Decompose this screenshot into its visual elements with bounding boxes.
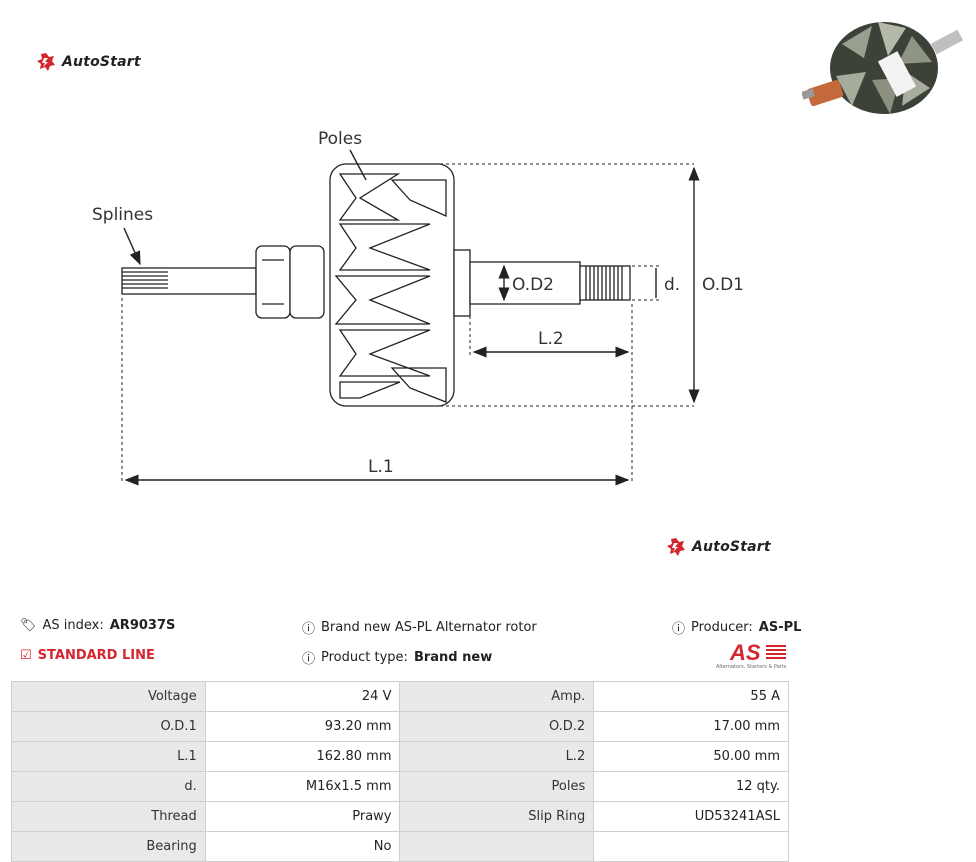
product-type-label: Product type: bbox=[321, 650, 408, 665]
label-l1: L.1 bbox=[368, 457, 394, 477]
spec-value: 93.20 mm bbox=[204, 711, 401, 742]
as-logo-text: AS bbox=[729, 640, 761, 665]
description-text: Brand new AS-PL Alternator rotor bbox=[321, 620, 537, 635]
spec-value: 17.00 mm bbox=[593, 711, 789, 742]
spec-key: Thread bbox=[11, 801, 206, 832]
producer-value: AS-PL bbox=[758, 620, 802, 635]
spec-key: Poles bbox=[399, 771, 595, 802]
product-description: ⓘ Brand new AS-PL Alternator rotor bbox=[302, 618, 537, 637]
autostart-logo-text: AutoStart bbox=[62, 54, 141, 70]
label-splines: Splines bbox=[92, 205, 153, 225]
info-icon: ⓘ bbox=[302, 652, 316, 667]
as-index-label: AS index: bbox=[42, 618, 104, 633]
info-icon: ⓘ bbox=[672, 622, 686, 637]
autostart-logo-bottom: AutoStart bbox=[666, 537, 771, 557]
spec-key: O.D.2 bbox=[399, 711, 595, 742]
label-od2: O.D2 bbox=[512, 275, 554, 295]
label-poles: Poles bbox=[318, 129, 362, 149]
spec-value: 24 V bbox=[204, 681, 401, 712]
rotor-dimension-drawing: Poles Splines O.D2 d. O.D1 L.2 L.1 bbox=[92, 129, 744, 486]
producer: ⓘ Producer: AS-PL bbox=[672, 618, 801, 637]
spec-value bbox=[593, 831, 789, 862]
info-icon: ⓘ bbox=[302, 622, 316, 637]
as-logo-tagline: Alternators, Starters & Parts bbox=[716, 664, 787, 670]
label-l2: L.2 bbox=[538, 329, 564, 349]
autostart-logo-icon bbox=[667, 538, 685, 556]
spec-value: 162.80 mm bbox=[204, 741, 401, 772]
spec-value: M16x1.5 mm bbox=[204, 771, 401, 802]
spec-key: Amp. bbox=[399, 681, 595, 712]
as-pl-logo: AS Alternators, Starters & Parts bbox=[716, 640, 787, 670]
spec-key: Slip Ring bbox=[399, 801, 595, 832]
checkbox-icon: ☑ bbox=[20, 648, 32, 663]
spec-value: No bbox=[204, 831, 401, 862]
spec-value: 55 A bbox=[593, 681, 789, 712]
standard-line-text: STANDARD LINE bbox=[37, 648, 155, 663]
as-index: 🏷︎ AS index: AR9037S bbox=[20, 618, 175, 633]
tag-icon: 🏷︎ bbox=[20, 618, 37, 633]
rotor-photo bbox=[802, 22, 964, 114]
producer-label: Producer: bbox=[691, 620, 753, 635]
product-type: ⓘ Product type: Brand new bbox=[302, 648, 492, 667]
product-type-value: Brand new bbox=[413, 650, 493, 665]
spec-value: UD53241ASL bbox=[593, 801, 789, 832]
spec-key: O.D.1 bbox=[11, 711, 206, 742]
spec-value: 50.00 mm bbox=[593, 741, 789, 772]
spec-key bbox=[399, 831, 595, 862]
label-d: d. bbox=[664, 275, 680, 295]
spec-key: L.2 bbox=[399, 741, 595, 772]
autostart-logo-text: AutoStart bbox=[692, 539, 771, 555]
spec-key: d. bbox=[11, 771, 206, 802]
spec-value: 12 qty. bbox=[593, 771, 789, 802]
standard-line-badge: ☑ STANDARD LINE bbox=[20, 648, 155, 663]
autostart-logo-icon bbox=[37, 53, 55, 71]
as-index-value: AR9037S bbox=[109, 618, 176, 633]
spec-value: Prawy bbox=[204, 801, 401, 832]
autostart-logo: AutoStart bbox=[36, 52, 141, 72]
label-od1: O.D1 bbox=[702, 275, 744, 295]
spec-key: Voltage bbox=[11, 681, 206, 712]
spec-key: Bearing bbox=[11, 831, 206, 862]
spec-key: L.1 bbox=[11, 741, 206, 772]
